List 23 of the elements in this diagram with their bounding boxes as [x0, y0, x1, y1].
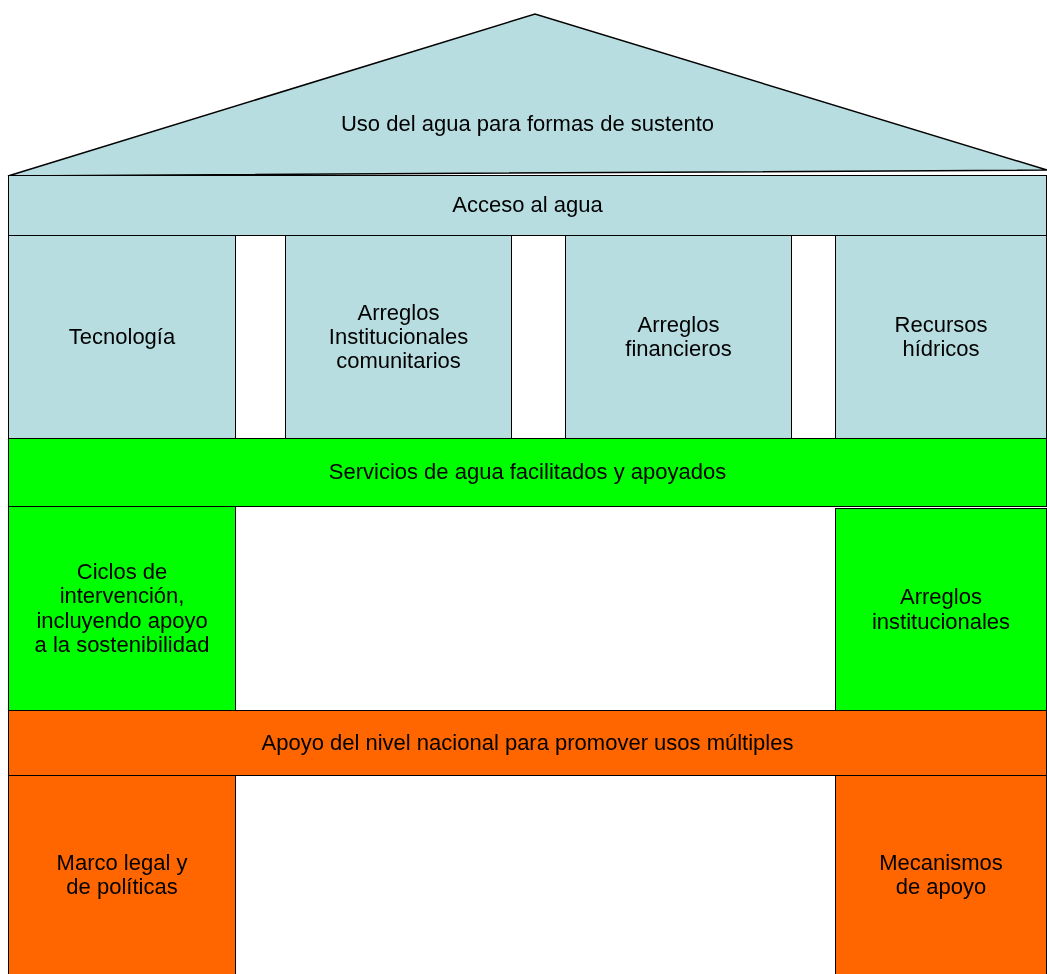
- pillar: [8, 775, 236, 974]
- node-label: Ciclos de intervención, incluyendo apoyo a la sostenibilidad: [33, 560, 211, 657]
- pillar: [835, 775, 1047, 974]
- node-label: Arreglos Institucionales comunitarios: [327, 300, 470, 374]
- pillar: [285, 235, 512, 439]
- node-label: Servicios de agua facilitados y apoyados: [328, 460, 727, 485]
- node-label: Arreglos financieros: [624, 312, 733, 362]
- band: [8, 710, 1047, 776]
- node-label: Arreglos institucionales: [870, 585, 1012, 634]
- node-label: Tecnología: [68, 324, 176, 350]
- node-label: Acceso al agua: [452, 193, 603, 218]
- band: [8, 438, 1047, 507]
- node-label: Marco legal y de políticas: [55, 850, 189, 900]
- pillar: [8, 235, 236, 439]
- band: [8, 175, 1047, 236]
- pillar: [8, 506, 236, 711]
- pillar: [835, 235, 1047, 439]
- pillar: [565, 235, 792, 439]
- node-label: Uso del agua para formas de sustento: [341, 111, 714, 136]
- node-label: Recursos hídricos: [893, 312, 989, 362]
- node-label: Apoyo del nivel nacional para promover usos múltiples: [261, 730, 794, 756]
- pillar: [835, 508, 1047, 711]
- node-label: Mecanismos de apoyo: [878, 850, 1004, 900]
